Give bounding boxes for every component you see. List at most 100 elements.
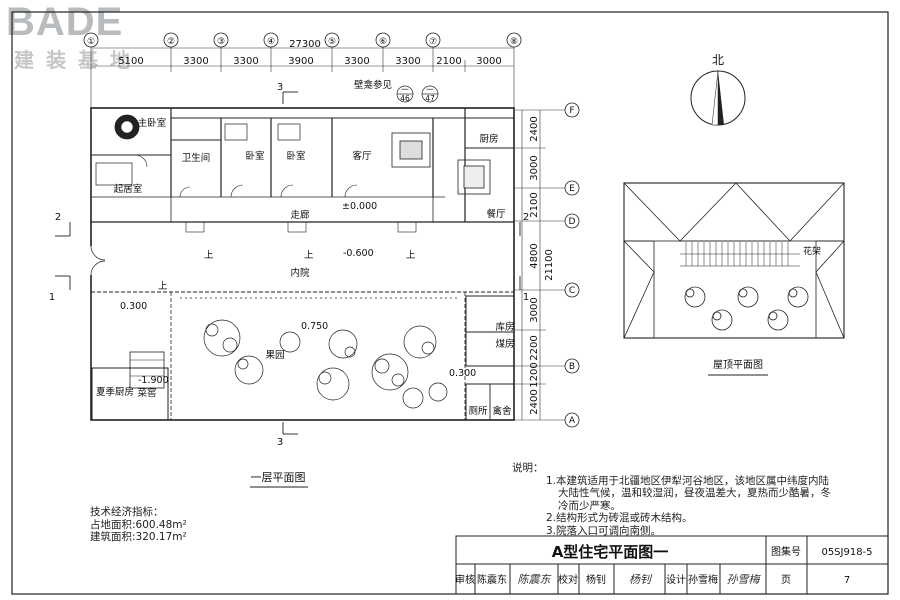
design-label: 设计 (666, 573, 686, 586)
dim-r-5: 3000 (529, 297, 540, 322)
notes-line-1: 1.本建筑适用于北疆地区伊犁河谷地区，该地区属中纬度内陆 (546, 474, 830, 487)
tech-building-area: 建筑面积:320.17m² (90, 531, 187, 543)
elev-court: -0.600 (343, 248, 374, 259)
north-arrow-icon (690, 70, 746, 126)
section-label-left-bottom: 1 (49, 292, 55, 303)
page-number: 7 (844, 575, 850, 586)
axis-D: D (569, 217, 576, 227)
room-kitchen: 厨房 (479, 133, 498, 145)
elev-cellar: -1.900 (138, 375, 169, 386)
axis-E: E (569, 184, 575, 194)
drawing-title: A型住宅平面图一 (552, 543, 669, 561)
orchard-trees (180, 297, 460, 409)
axis-4: ④ (267, 37, 275, 47)
tech-site-area: 占地面积:600.48m² (90, 518, 187, 531)
checker-name: 杨钊 (586, 573, 606, 586)
dim-r-8: 2400 (529, 389, 540, 414)
axis-B: B (569, 362, 575, 372)
room-family: 起居室 (114, 183, 143, 195)
up-label-2: 上 (304, 250, 314, 261)
axis-8: ⑧ (510, 37, 518, 47)
room-bathroom: 卫生间 (182, 152, 211, 164)
up-label-4: 上 (158, 281, 168, 292)
notes-line-3: 冷而少严寒。 (558, 499, 621, 512)
room-bedroom-1: 卧室 (245, 150, 264, 162)
dim-seg-5: 3300 (344, 56, 369, 67)
section-label-right-bottom: 1 (523, 292, 529, 303)
dim-r-2: 3000 (529, 155, 540, 180)
title-block (455, 535, 889, 595)
designer-name: 孙雪梅 (688, 573, 718, 586)
tech-indicators: 技术经济指标： 占地面积:600.48m² 建筑面积:320.17m² (90, 506, 187, 544)
section-label-left-top: 2 (55, 212, 61, 223)
room-master-bedroom: 主卧室 (138, 117, 167, 129)
room-poultry: 禽舍 (492, 405, 512, 417)
atlas-number: 05SJ918-5 (821, 547, 872, 558)
room-dining: 餐厅 (486, 208, 506, 220)
design-notes: 说明： 1.本建筑适用于北疆地区伊犁河谷地区，该地区属中纬度内陆 大陆性气候，温… (512, 462, 831, 537)
room-corridor: 走廊 (290, 209, 310, 221)
section-label-bottom: 3 (277, 437, 283, 448)
room-storage: 库房 (495, 321, 514, 333)
axis-A: A (569, 416, 576, 426)
dim-r-total: 21100 (544, 249, 555, 281)
floor-plan (89, 107, 515, 421)
ref-b-top: 一 (426, 85, 434, 94)
dim-seg-7: 2100 (436, 56, 461, 67)
room-bedroom-2: 卧室 (286, 150, 305, 162)
detail-ref-bubbles (396, 85, 439, 103)
dim-r-7: 1200 (529, 362, 540, 387)
watermark-subtitle: 建装基地 (14, 48, 142, 72)
top-dimensions (90, 40, 515, 108)
room-courtyard: 内院 (290, 267, 310, 279)
elev-left: 0.300 (120, 301, 147, 312)
room-coal: 煤房 (495, 338, 514, 350)
room-orchard: 果园 (265, 350, 284, 361)
notes-title: 说明： (512, 462, 544, 474)
room-living: 客厅 (352, 150, 372, 162)
elev-orchard: 0.750 (301, 321, 328, 332)
auditor-signature: 陈震东 (518, 573, 553, 586)
notes-line-4: 2.结构形式为砖混或砖木结构。 (546, 512, 693, 524)
sheet-frame (11, 11, 889, 595)
roof-plan-title: 屋顶平面图 (713, 359, 763, 371)
audit-label: 审核 (455, 573, 475, 586)
dim-r-4: 4800 (529, 243, 540, 268)
up-label-1: 上 (204, 250, 214, 261)
axis-2: ② (167, 37, 175, 47)
watermark-logo: BADE (6, 0, 124, 44)
axis-7: ⑦ (429, 37, 437, 47)
room-toilet: 厕所 (468, 406, 488, 417)
notes-line-2: 大陆性气候，温和较湿润，昼夜温差大，夏热而少酷暑，冬 (558, 487, 831, 499)
elev-right: 0.300 (449, 368, 476, 379)
check-label: 校对 (558, 573, 578, 586)
section-label-right-top: 2 (523, 212, 529, 223)
tech-title: 技术经济指标： (90, 506, 164, 518)
niche-ref-label: 壁龛参见 (354, 79, 392, 91)
plan-title: 一层平面图 (251, 471, 306, 484)
room-summer-kitchen: 夏季厨房 (96, 386, 134, 398)
dim-total-width: 27300 (289, 39, 321, 50)
dim-seg-3: 3300 (233, 56, 258, 67)
ref-b-bottom: 47 (425, 94, 435, 103)
roof-plan (623, 182, 845, 339)
ref-a-top: 一 (401, 85, 409, 94)
dim-seg-4: 3900 (288, 56, 313, 67)
atlas-label: 图集号 (771, 545, 801, 558)
room-cellar: 菜窖 (137, 387, 156, 399)
axis-bubbles-right (564, 102, 580, 428)
axis-3: ③ (217, 37, 225, 47)
dim-seg-6: 3300 (395, 56, 420, 67)
elev-floor: ±0.000 (342, 201, 377, 212)
notes-line-5: 3.院落入口可调向南侧。 (546, 524, 662, 537)
checker-signature: 杨钊 (629, 573, 653, 586)
designer-signature: 孙雪梅 (727, 573, 762, 586)
auditor-name: 陈震东 (477, 573, 507, 586)
dim-seg-8: 3000 (476, 56, 501, 67)
section-label-top: 3 (277, 82, 283, 93)
ref-a-bottom: 46 (400, 94, 410, 103)
page-label: 页 (781, 574, 791, 586)
axis-F: F (569, 106, 574, 116)
up-label-3: 上 (406, 250, 416, 261)
